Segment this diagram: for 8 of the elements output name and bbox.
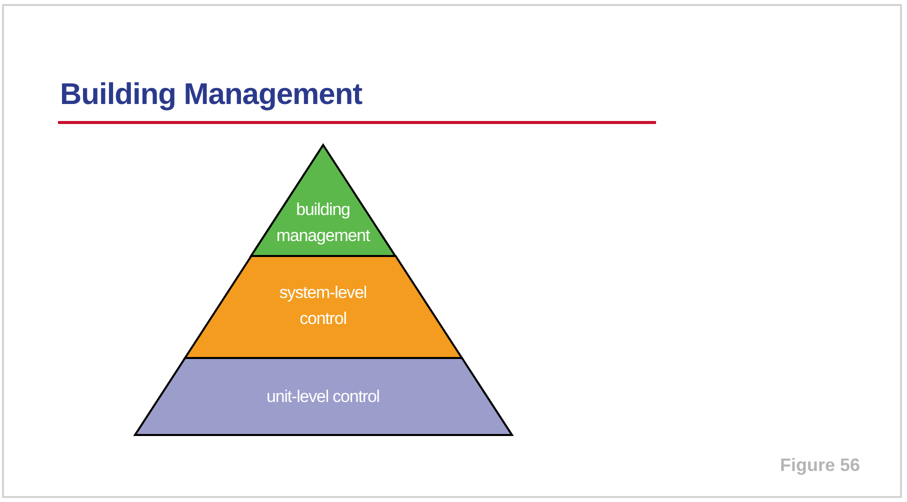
pyramid-tier (184, 256, 462, 358)
slide-title: Building Management (60, 78, 362, 112)
tier-label: system-level control (278, 282, 368, 330)
pyramid-tier (250, 145, 396, 256)
tier-label: unit-level control (266, 386, 380, 408)
tier-label: building management (275, 199, 372, 247)
figure-number: Figure 56 (780, 455, 860, 476)
pyramid-tier (134, 358, 512, 435)
